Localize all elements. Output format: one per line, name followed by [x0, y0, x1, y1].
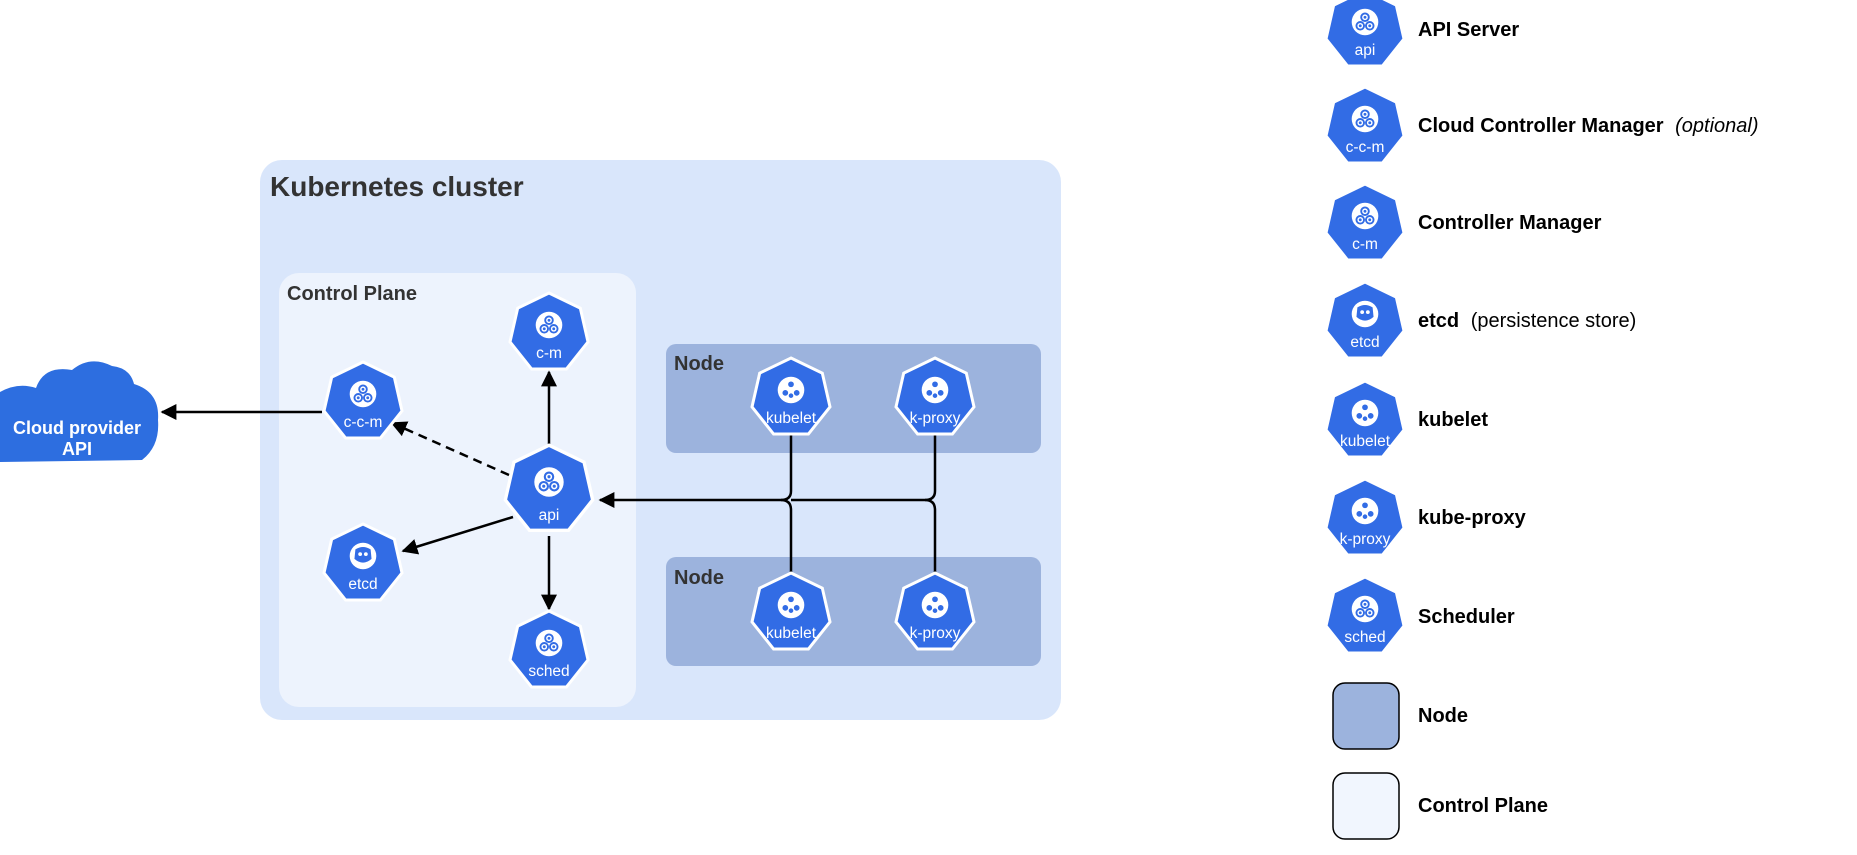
legend-item-kube-proxy: k-proxy kube-proxy — [1324, 477, 1527, 557]
component-node1-kubelet: kubelet — [750, 356, 832, 436]
legend-name-sched: Scheduler — [1418, 606, 1515, 628]
legend-icon-label-api: api — [1355, 42, 1376, 59]
cloud-provider-api: Cloud provider API — [0, 361, 159, 462]
legend-name-etcd: etcd — [1418, 310, 1459, 332]
node-2-title: Node — [674, 567, 724, 589]
legend-item-api-server: api API Server — [1324, 0, 1519, 68]
legend-name-kproxy: kube-proxy — [1418, 507, 1527, 529]
connectors — [160, 370, 937, 611]
component-cm: c-m — [508, 291, 590, 371]
component-node2-kproxy: k-proxy — [894, 571, 976, 651]
legend-icon-label-kproxy: k-proxy — [1340, 531, 1391, 548]
legend-control-plane-swatch — [1332, 772, 1400, 840]
legend-name-cm: Controller Manager — [1418, 212, 1602, 234]
label-sched: sched — [528, 663, 569, 680]
legend-name-api: API Server — [1418, 19, 1519, 41]
label-etcd: etcd — [348, 576, 377, 593]
node-box-1: Node — [666, 344, 1041, 453]
legend-icon-label-etcd: etcd — [1350, 334, 1379, 351]
label-ccm: c-c-m — [344, 414, 383, 431]
legend-note-ccm: (optional) — [1675, 115, 1758, 137]
label-api: api — [539, 507, 560, 524]
legend-item-kubelet: kubelet kubelet — [1324, 379, 1488, 459]
label-node1-kproxy: k-proxy — [910, 410, 961, 427]
component-api: api — [503, 443, 595, 533]
node-box-2: Node — [666, 557, 1041, 666]
legend-icon-label-cm: c-m — [1352, 236, 1378, 253]
legend-icon-label-sched: sched — [1344, 629, 1385, 646]
component-node2-kubelet: kubelet — [750, 571, 832, 651]
control-plane-title: Control Plane — [287, 283, 417, 305]
legend-note-etcd: (persistence store) — [1471, 310, 1637, 332]
component-sched: sched — [508, 609, 590, 689]
label-cm: c-m — [536, 345, 562, 362]
legend-icon-label-kubelet: kubelet — [1340, 433, 1391, 450]
label-node1-kubelet: kubelet — [766, 410, 817, 427]
legend-name-node: Node — [1418, 705, 1468, 727]
legend-name-kubelet: kubelet — [1418, 409, 1488, 431]
component-etcd: etcd — [322, 522, 404, 602]
component-ccm: c-c-m — [322, 360, 404, 440]
legend-item-node: Node — [1332, 682, 1468, 750]
cloud-label-line1: Cloud provider — [13, 418, 141, 438]
node-1-title: Node — [674, 353, 724, 375]
legend-node-swatch — [1332, 682, 1400, 750]
legend-item-ccm: c-c-m Cloud Controller Manager (optional… — [1324, 85, 1759, 165]
arrow-api-to-etcd — [401, 515, 514, 555]
label-node2-kproxy: k-proxy — [910, 625, 961, 642]
legend-icon-label-ccm: c-c-m — [1346, 139, 1385, 156]
legend-item-cm: c-m Controller Manager — [1324, 182, 1602, 262]
cloud-label-line2: API — [62, 439, 92, 459]
component-node1-kproxy: k-proxy — [894, 356, 976, 436]
legend-name-control-plane: Control Plane — [1418, 795, 1548, 817]
cluster-title: Kubernetes cluster — [270, 171, 524, 202]
svg-text:Cloud Controller Manager: Cloud Controller Manager (optional) — [1418, 115, 1759, 137]
legend-item-etcd: etcd etcd (persistence store) — [1324, 280, 1636, 360]
svg-text:etcd (persistence stor: etcd (persistence store) — [1418, 310, 1636, 332]
arrow-api-to-ccm — [390, 421, 510, 477]
legend-item-scheduler: sched Scheduler — [1324, 575, 1515, 655]
legend: api API Server c-c-m Cloud Controller Ma… — [1324, 0, 1759, 840]
legend-item-control-plane: Control Plane — [1332, 772, 1548, 840]
node-connector-lines — [598, 432, 937, 576]
legend-name-ccm: Cloud Controller Manager — [1418, 115, 1664, 137]
label-node2-kubelet: kubelet — [766, 625, 817, 642]
